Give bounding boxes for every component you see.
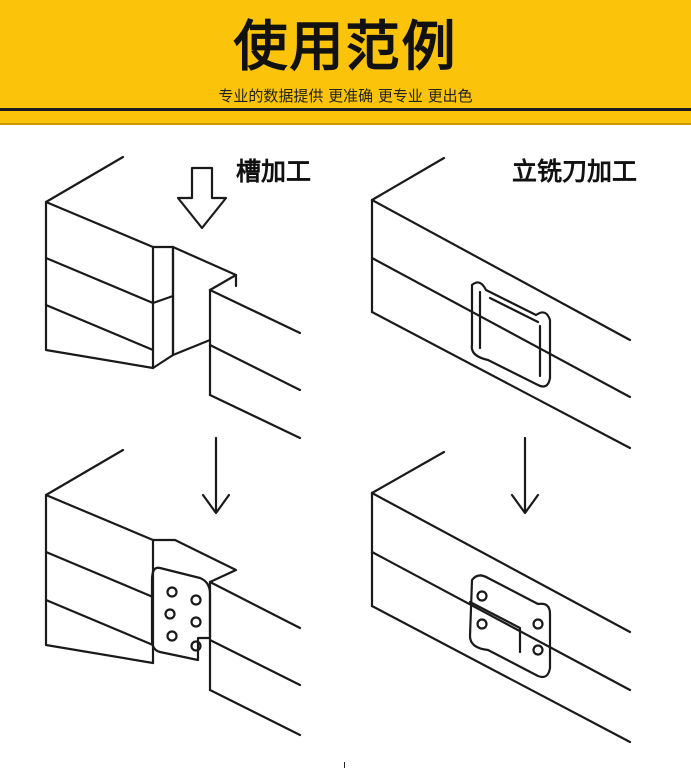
hinge-screw-hole xyxy=(166,630,178,642)
page-subtitle: 专业的数据提供 更准确 更专业 更出色 xyxy=(218,87,473,105)
milled-pocket xyxy=(470,281,552,388)
slot-layer-line xyxy=(151,294,175,305)
board-left-edge xyxy=(44,155,155,370)
slot-machining-label: 槽加工 xyxy=(236,157,312,186)
board-layer-line xyxy=(44,550,155,599)
hinge-screw-hole xyxy=(476,618,488,630)
board-bottom-right xyxy=(208,688,302,737)
board-top-edge xyxy=(370,198,632,342)
board-layer-line xyxy=(44,256,155,305)
hinge-screw-hole xyxy=(190,616,202,628)
slot-top xyxy=(151,245,238,292)
hinge-screw-hole xyxy=(476,590,488,602)
board-bottom-edge xyxy=(370,310,632,450)
slot-bottom xyxy=(171,338,212,357)
board-layer-line xyxy=(370,256,632,399)
hinge-plate xyxy=(150,566,212,662)
hinge-plate xyxy=(468,574,552,679)
board-layer-line-right xyxy=(208,343,302,392)
hinge-screw-hole xyxy=(190,594,202,606)
board-corner xyxy=(370,450,446,495)
slot-wall xyxy=(151,245,175,370)
board-layer-line xyxy=(370,550,632,692)
hinge-screw-hole xyxy=(166,586,178,598)
down-arrow-icon xyxy=(510,436,540,515)
board-corner xyxy=(370,156,446,202)
slot-top xyxy=(151,538,238,584)
board-layer-line xyxy=(44,303,155,352)
board-left-edge xyxy=(44,448,155,665)
board-top-edge-right xyxy=(208,288,302,335)
hinge-screw-hole xyxy=(164,608,176,620)
slot-board-bottom-left xyxy=(44,448,302,737)
down-arrow-outline-icon xyxy=(176,166,228,230)
board-top-edge xyxy=(370,491,632,634)
milled-pocket-inner xyxy=(478,290,542,378)
board-top-edge-right xyxy=(208,580,302,630)
endmill-board-top-right xyxy=(370,156,632,450)
board-top-edge xyxy=(44,200,155,249)
hinge-screw-hole xyxy=(532,644,544,656)
endmill-board-bottom-right xyxy=(370,450,632,744)
board-layer-line xyxy=(44,598,155,647)
banner-divider xyxy=(0,108,691,111)
board-layer-line-right xyxy=(208,638,302,687)
down-arrow-icon-left xyxy=(201,436,231,515)
bottom-tick-mark xyxy=(344,762,345,768)
board-bottom-edge xyxy=(370,604,632,744)
header-banner: 使用范例 专业的数据提供 更准确 更专业 更出色 xyxy=(0,0,691,125)
slot-board-top-left xyxy=(44,155,302,440)
end-mill-machining-label: 立铣刀加工 xyxy=(512,157,638,186)
board-bottom-right xyxy=(208,393,302,440)
page-title: 使用范例 xyxy=(233,15,458,78)
hinge-screw-hole xyxy=(190,640,202,652)
board-top-edge xyxy=(44,493,155,542)
hinge-screw-hole xyxy=(532,618,544,630)
hinge-knuckle-line xyxy=(468,600,522,654)
